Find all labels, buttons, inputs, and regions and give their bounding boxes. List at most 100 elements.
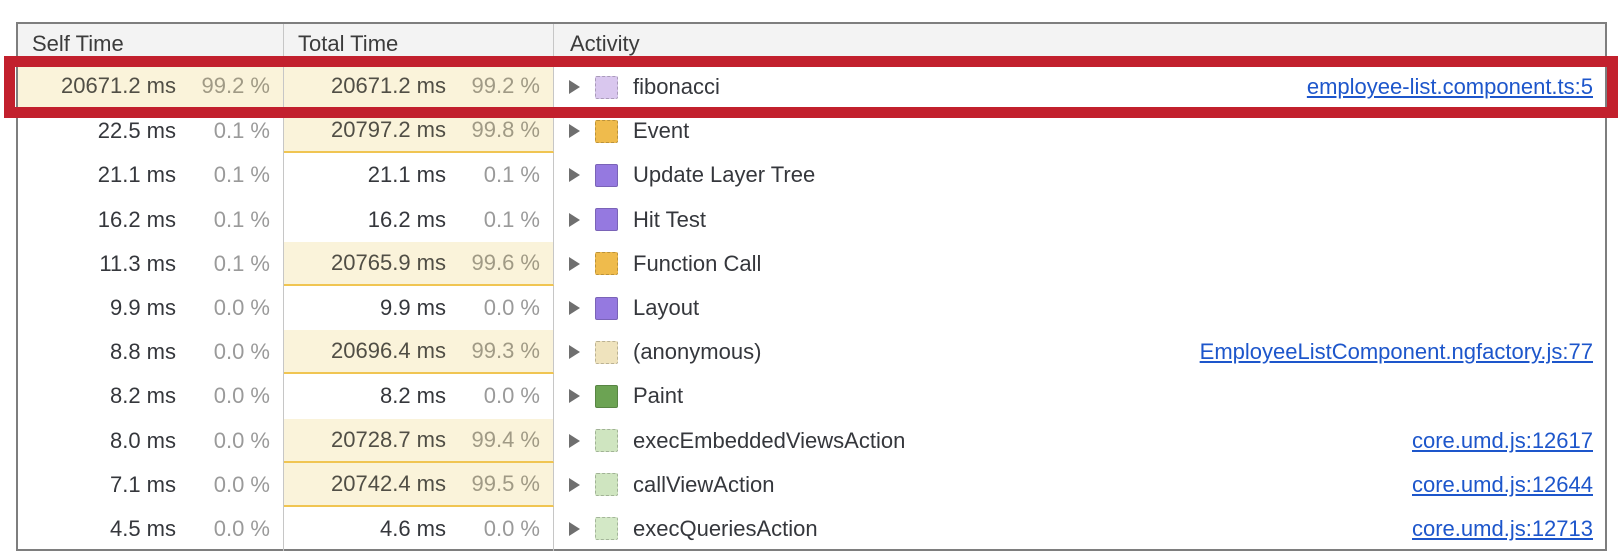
source-link[interactable]: employee-list.component.ts:5 [1306,74,1593,100]
activity-cell: Hit Test [554,198,1605,242]
self-time-value: 4.5 ms [109,515,176,541]
category-color-swatch [595,163,618,187]
column-header-self-time-label: Self Time [32,31,124,56]
self-time-value: 8.0 ms [109,427,176,453]
activity-cell: callViewAction core.umd.js:12644 [554,463,1605,507]
total-time-cell: 20728.7 ms 99.4 % [284,418,554,463]
expand-arrow-icon[interactable] [569,124,580,139]
total-time-value: 20728.7 ms [331,426,446,452]
expand-arrow-icon[interactable] [569,433,580,448]
self-time-value: 20671.2 ms [61,73,176,99]
activity-label: Function Call [633,250,762,276]
total-time-percent: 99.4 % [471,426,541,452]
expand-arrow-icon[interactable] [569,389,580,404]
source-link[interactable]: core.umd.js:12713 [1412,515,1593,541]
self-time-percent: 0.1 % [213,162,270,188]
total-time-cell: 4.6 ms 0.0 % [284,506,554,552]
self-time-value: 22.5 ms [97,118,176,144]
category-color-swatch [595,517,618,541]
self-time-percent: 0.0 % [213,427,270,453]
expand-arrow-icon[interactable] [569,301,580,316]
expand-arrow-icon[interactable] [569,256,580,271]
activity-label: execQueriesAction [633,515,818,541]
activity-cell: Event [554,109,1605,153]
total-time-cell: 8.2 ms 0.0 % [284,374,554,419]
category-color-swatch [595,340,618,364]
source-link[interactable]: core.umd.js:12617 [1412,427,1593,453]
category-color-swatch [595,208,618,232]
self-time-percent: 0.1 % [213,206,270,232]
activity-cell: Layout [554,286,1605,330]
column-header-total-time[interactable]: Total Time [284,24,554,64]
total-time-percent: 99.8 % [471,117,541,143]
total-time-percent: 0.0 % [483,295,540,321]
activity-cell: execEmbeddedViewsAction core.umd.js:12617 [554,419,1605,463]
table-header-row: Self Time Total Time Activity [18,24,1605,65]
total-time-value: 20696.4 ms [331,338,446,364]
total-time-value: 8.2 ms [379,383,446,409]
table-body: 20671.2 ms 99.2 % 20671.2 ms 99.2 % fibonacc… [18,65,1605,552]
self-time-cell: 8.0 ms 0.0 % [18,418,284,463]
self-time-percent: 99.2 % [201,73,271,99]
activity-label: Event [633,118,690,144]
self-time-percent: 0.1 % [213,118,270,144]
table-row[interactable]: 8.0 ms 0.0 % 20728.7 ms 99.4 % execEmbeddedV… [18,418,1605,463]
self-time-value: 7.1 ms [109,471,176,497]
total-time-percent: 99.6 % [471,249,541,275]
expand-arrow-icon[interactable] [569,477,580,492]
self-time-value: 16.2 ms [97,206,176,232]
self-time-cell: 16.2 ms 0.1 % [18,197,284,242]
source-link[interactable]: core.umd.js:12644 [1412,471,1593,497]
self-time-percent: 0.0 % [213,515,270,541]
expand-arrow-icon[interactable] [569,345,580,360]
table-row[interactable]: 20671.2 ms 99.2 % 20671.2 ms 99.2 % fibonacc… [18,65,1605,110]
expand-arrow-icon[interactable] [569,168,580,183]
activity-cell: execQueriesAction core.umd.js:12713 [554,507,1605,551]
total-time-percent: 0.0 % [483,383,540,409]
self-time-percent: 0.0 % [213,295,270,321]
self-time-percent: 0.0 % [213,383,270,409]
activity-label: callViewAction [633,471,775,497]
self-time-cell: 4.5 ms 0.0 % [18,506,284,552]
total-time-value: 4.6 ms [379,515,446,541]
activity-cell: Update Layer Tree [554,153,1605,197]
self-time-percent: 0.0 % [213,471,270,497]
expand-arrow-icon[interactable] [569,521,580,536]
activity-label: fibonacci [633,74,720,100]
total-time-percent: 99.2 % [471,73,541,99]
total-time-percent: 0.1 % [483,162,540,188]
total-time-value: 16.2 ms [367,206,446,232]
total-time-value: 9.9 ms [379,295,446,321]
total-time-cell: 20671.2 ms 99.2 % [284,65,554,110]
column-header-self-time[interactable]: Self Time [18,24,284,64]
column-header-activity[interactable]: Activity [554,24,1605,64]
expand-arrow-icon[interactable] [569,80,580,95]
total-time-value: 20671.2 ms [331,73,446,99]
activity-label: execEmbeddedViewsAction [633,427,906,453]
total-time-percent: 0.0 % [483,515,540,541]
activity-label: Hit Test [633,206,706,232]
activity-label: Layout [633,295,700,321]
source-link[interactable]: EmployeeListComponent.ngfactory.js:77 [1199,339,1593,365]
category-color-swatch [595,296,618,320]
activity-cell: fibonacci employee-list.component.ts:5 [554,65,1605,109]
self-time-cell: 22.5 ms 0.1 % [18,109,284,154]
expand-arrow-icon[interactable] [569,212,580,227]
self-time-value: 21.1 ms [97,162,176,188]
column-header-total-time-label: Total Time [298,31,399,56]
table-row[interactable]: 4.5 ms 0.0 % 4.6 ms 0.0 % execQueriesAction c… [18,506,1605,552]
activity-label: (anonymous) [633,339,762,365]
